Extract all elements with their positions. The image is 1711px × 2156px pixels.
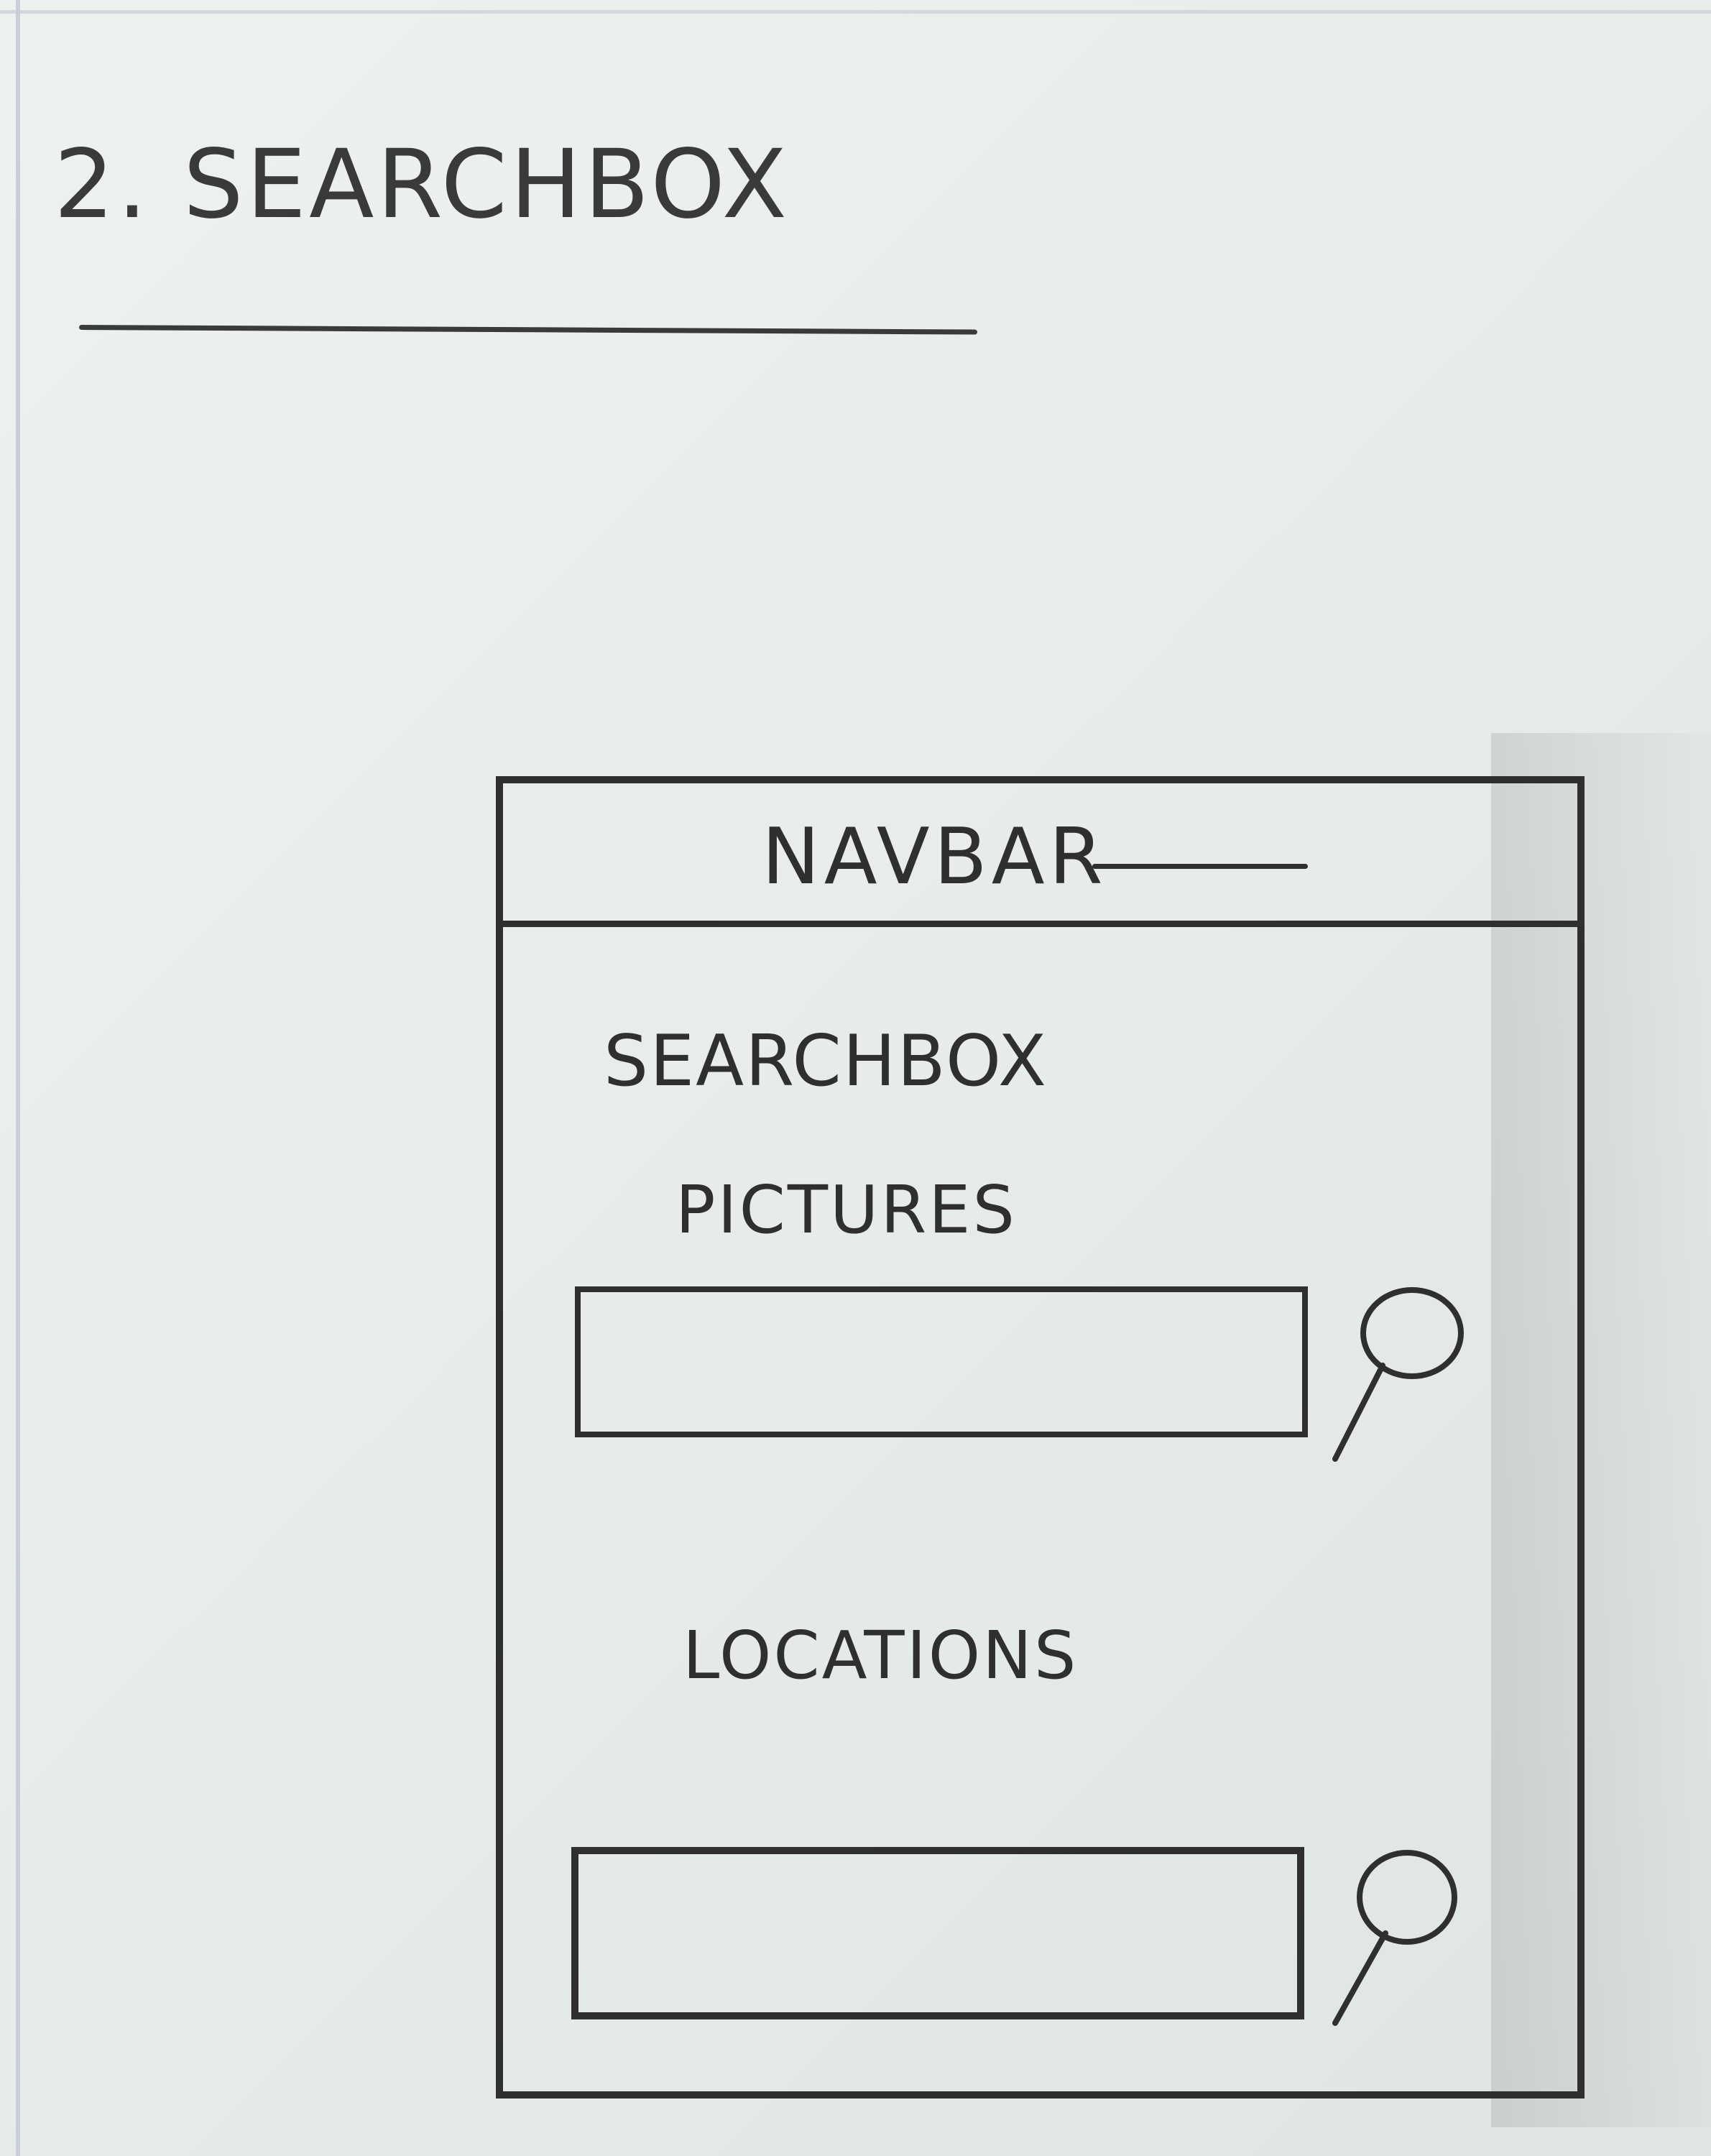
navbar-title-stroke bbox=[1092, 864, 1308, 869]
paper-top-line bbox=[0, 10, 1711, 14]
searchbox-title: SEARCHBOX bbox=[604, 1021, 1048, 1102]
search-icon[interactable] bbox=[1322, 1265, 1466, 1480]
locations-label: LOCATIONS bbox=[683, 1617, 1079, 1694]
paper-margin-line bbox=[16, 0, 20, 2156]
phone-shadow bbox=[1491, 733, 1711, 2127]
search-icon[interactable] bbox=[1322, 1825, 1466, 2041]
navbar: NAVBAR bbox=[503, 783, 1577, 927]
pictures-label: PICTURES bbox=[675, 1171, 1017, 1248]
locations-search-input[interactable] bbox=[571, 1847, 1304, 2019]
navbar-title: NAVBAR bbox=[762, 812, 1107, 902]
page-heading: 2. SEARCHBOX bbox=[54, 129, 790, 240]
pictures-search-input[interactable] bbox=[575, 1286, 1308, 1437]
mobile-screen-frame: NAVBAR SEARCHBOX PICTURES LOCATIONS bbox=[496, 776, 1585, 2099]
